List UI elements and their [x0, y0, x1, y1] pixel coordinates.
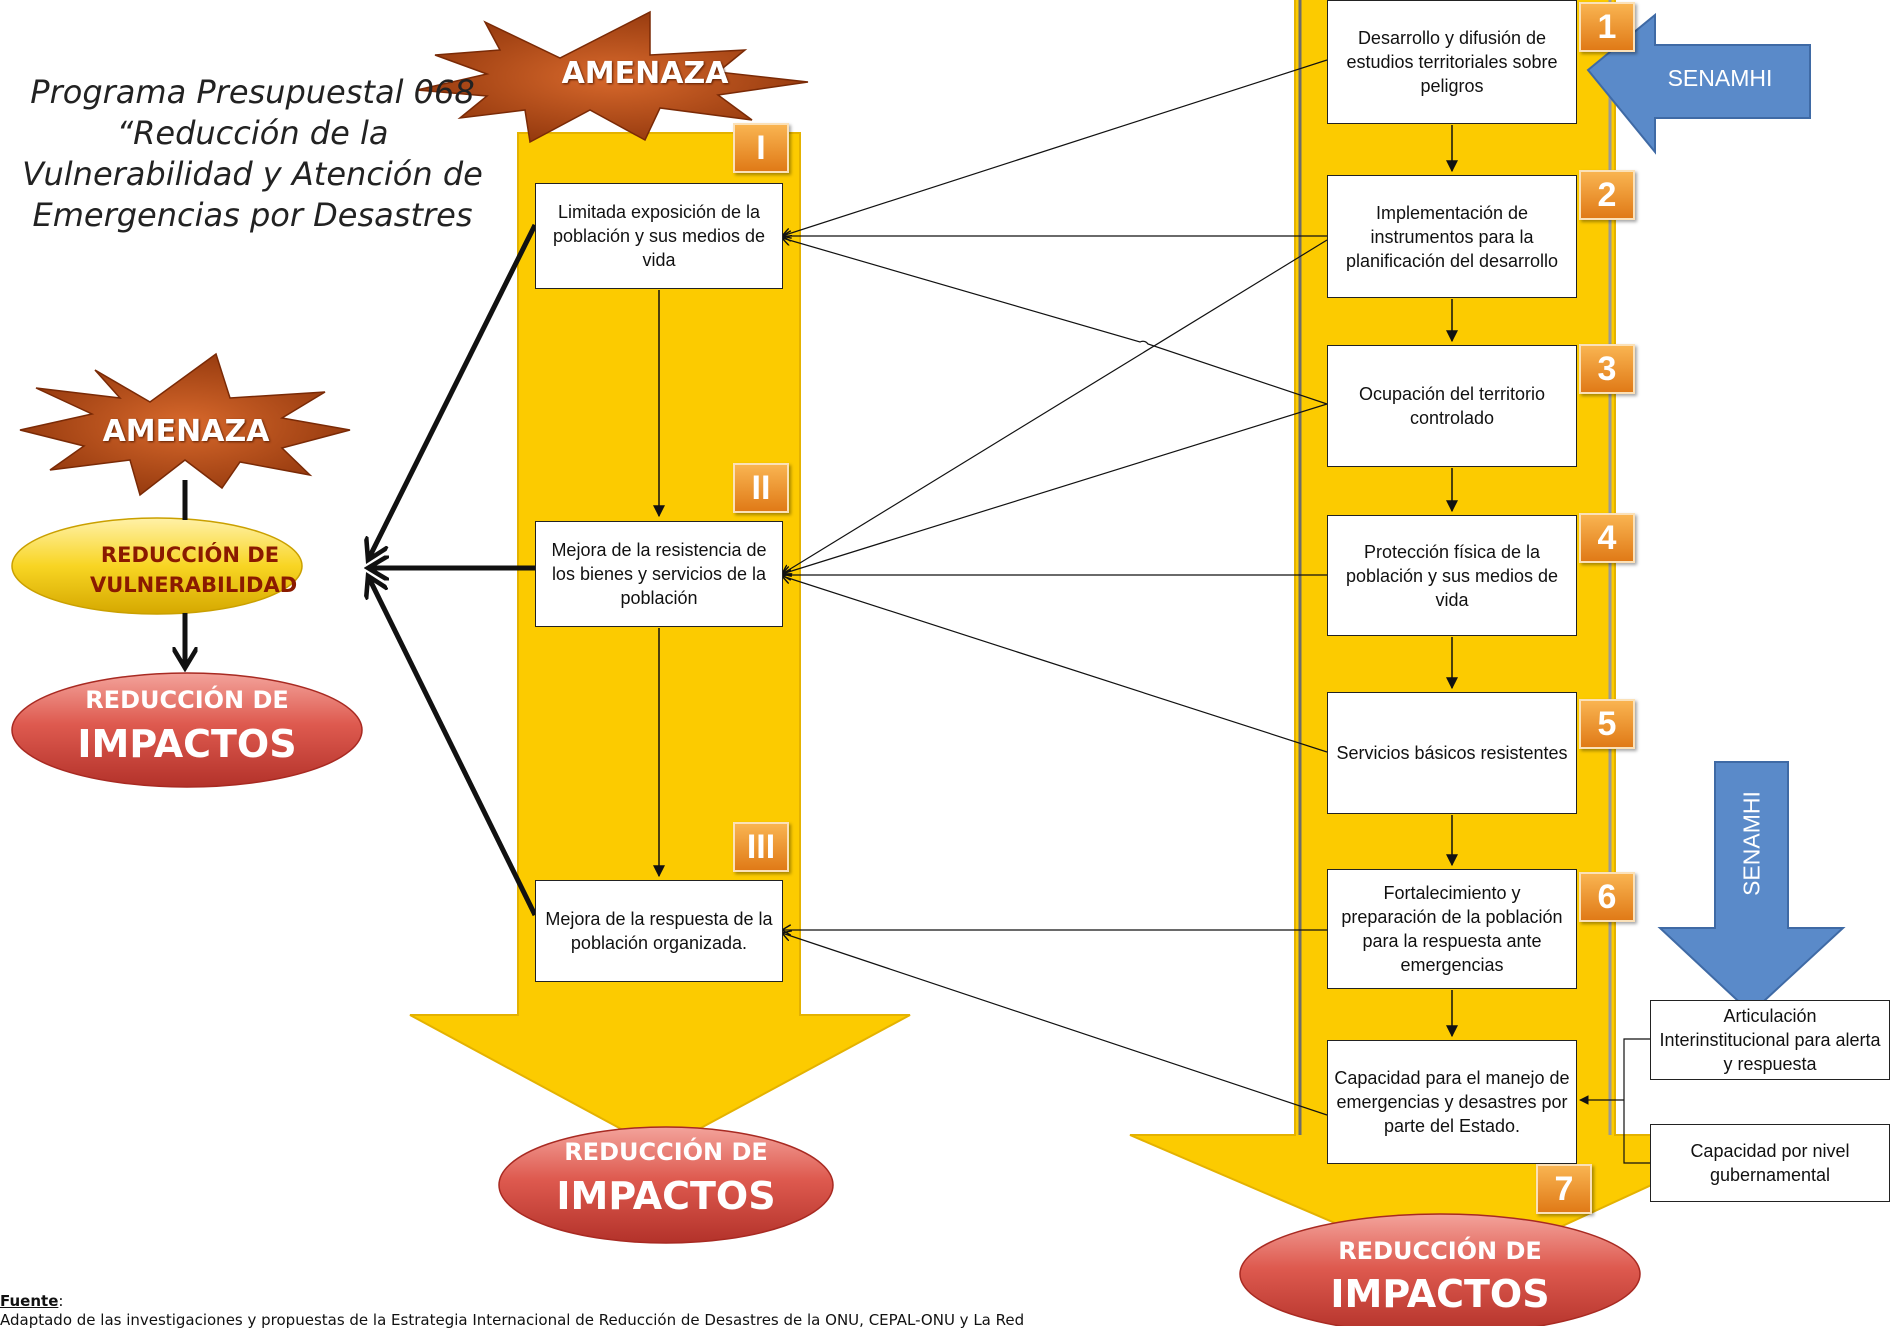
- impact-right-top: REDUCCIÓN DE: [1338, 1237, 1542, 1265]
- link-3-to-box-ii: [782, 403, 1328, 574]
- badge-numeral-i: I: [733, 123, 789, 173]
- arrow-box-i-to-vulnerability: [368, 223, 538, 560]
- side-box-articulation: Articulación Interinstitucional para ale…: [1650, 1000, 1890, 1080]
- right-box-6: Fortalecimiento y preparación de la pobl…: [1327, 869, 1577, 989]
- impact-oval-left: [11, 672, 363, 788]
- badge-numeral-iii: III: [733, 822, 789, 872]
- threat-starburst-left: [19, 352, 351, 497]
- threat-label-left: AMENAZA: [102, 414, 270, 449]
- badge-number-5: 5: [1579, 699, 1635, 749]
- badge-number-7: 7: [1536, 1164, 1592, 1214]
- threat-starburst-top: [416, 10, 809, 144]
- senamhi-label-top: SENAMHI: [1667, 65, 1773, 91]
- middle-box-ii: Mejora de la resistencia de los bienes y…: [535, 521, 783, 627]
- program-title: Programa Presupuestal 068 “Reducción de …: [22, 73, 483, 234]
- link-2-to-box-ii: [782, 239, 1328, 574]
- right-box-7: Capacidad para el manejo de emergencias …: [1327, 1040, 1577, 1164]
- vulnerability-reduction-oval: [11, 517, 303, 615]
- senamhi-label-down: SENAMHI: [1738, 791, 1765, 896]
- side-box-government-capacity: Capacidad por nivel gubernamental: [1650, 1124, 1890, 1202]
- right-box-2: Implementación de instrumentos para la p…: [1327, 175, 1577, 298]
- badge-number-4: 4: [1579, 513, 1635, 563]
- senamhi-arrow-left: [1586, 12, 1811, 155]
- right-box-4: Protección física de la población y sus …: [1327, 515, 1577, 636]
- threat-label-top: AMENAZA: [561, 56, 729, 91]
- source-colon: :: [58, 1292, 64, 1310]
- impact-right-bottom: IMPACTOS: [1330, 1272, 1550, 1316]
- link-5-to-box-ii: [782, 576, 1328, 753]
- impact-left-top: REDUCCIÓN DE: [85, 686, 289, 714]
- vulnerability-reduction-label: REDUCCIÓN DE VULNERABILIDAD: [90, 543, 298, 597]
- source-text: Adaptado de las investigaciones y propue…: [0, 1311, 1025, 1329]
- badge-number-6: 6: [1579, 872, 1635, 922]
- impact-middle-bottom: IMPACTOS: [556, 1174, 776, 1218]
- right-box-1: Desarrollo y difusión de estudios territ…: [1327, 0, 1577, 124]
- right-box-5: Servicios básicos resistentes: [1327, 692, 1577, 814]
- link-3-to-box-i: [782, 238, 1328, 405]
- link-1-to-box-i: [782, 59, 1328, 236]
- source-label: Fuente: [0, 1292, 59, 1310]
- impact-oval-right: [1239, 1213, 1641, 1326]
- impact-left-bottom: IMPACTOS: [77, 722, 297, 766]
- right-box-3: Ocupación del territorio controlado: [1327, 345, 1577, 467]
- source-note: Fuente: Adaptado de las investigaciones …: [0, 1292, 1260, 1330]
- badge-number-2: 2: [1579, 170, 1635, 220]
- badge-number-1: 1: [1579, 2, 1635, 52]
- senamhi-arrow-down: [1657, 761, 1846, 1015]
- impact-oval-middle: [498, 1126, 834, 1244]
- impact-middle-top: REDUCCIÓN DE: [564, 1138, 768, 1166]
- link-7-to-box-iii: [782, 933, 1328, 1116]
- badge-number-3: 3: [1579, 344, 1635, 394]
- middle-box-iii: Mejora de la respuesta de la población o…: [535, 880, 783, 982]
- side-boxes-bracket: [1623, 1038, 1650, 1164]
- middle-box-i: Limitada exposición de la población y su…: [535, 183, 783, 289]
- arrow-box-iii-to-vulnerability: [368, 576, 538, 917]
- badge-numeral-ii: II: [733, 463, 789, 513]
